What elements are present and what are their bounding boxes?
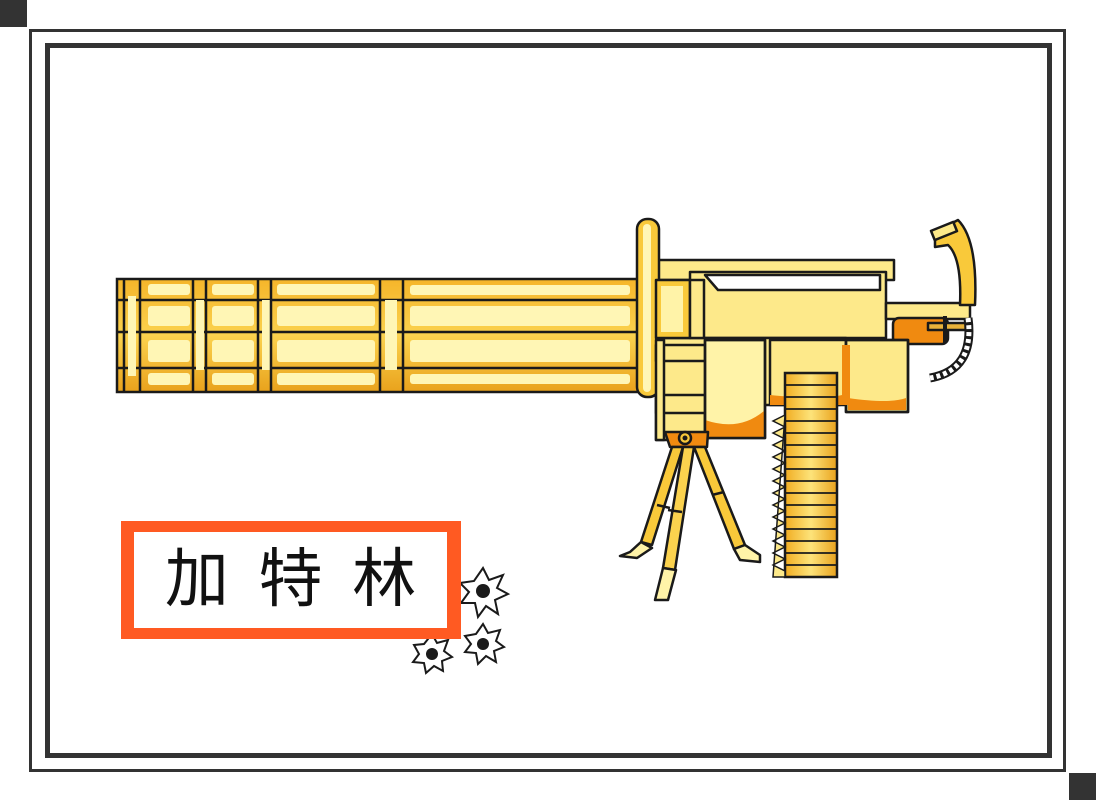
ammo-belt-cable	[929, 317, 974, 383]
ammo-magazine	[771, 371, 839, 579]
label-char-3: 林	[352, 543, 417, 617]
title-label-frame: 加 特 林	[121, 521, 461, 639]
barrel	[115, 277, 641, 394]
gun-body	[635, 217, 977, 442]
label-char-1: 加	[164, 543, 229, 617]
tripod	[618, 430, 762, 602]
bullet-hole-icon	[463, 622, 507, 667]
outer-frame	[29, 29, 1066, 772]
bullet-hole-icon	[411, 632, 455, 675]
corner-block-top-left	[0, 0, 27, 27]
bullet-hole-icon	[457, 566, 511, 620]
label-char-2: 特	[258, 543, 323, 617]
title-label: 加 特 林	[134, 532, 447, 628]
corner-block-bottom-right	[1069, 773, 1096, 800]
